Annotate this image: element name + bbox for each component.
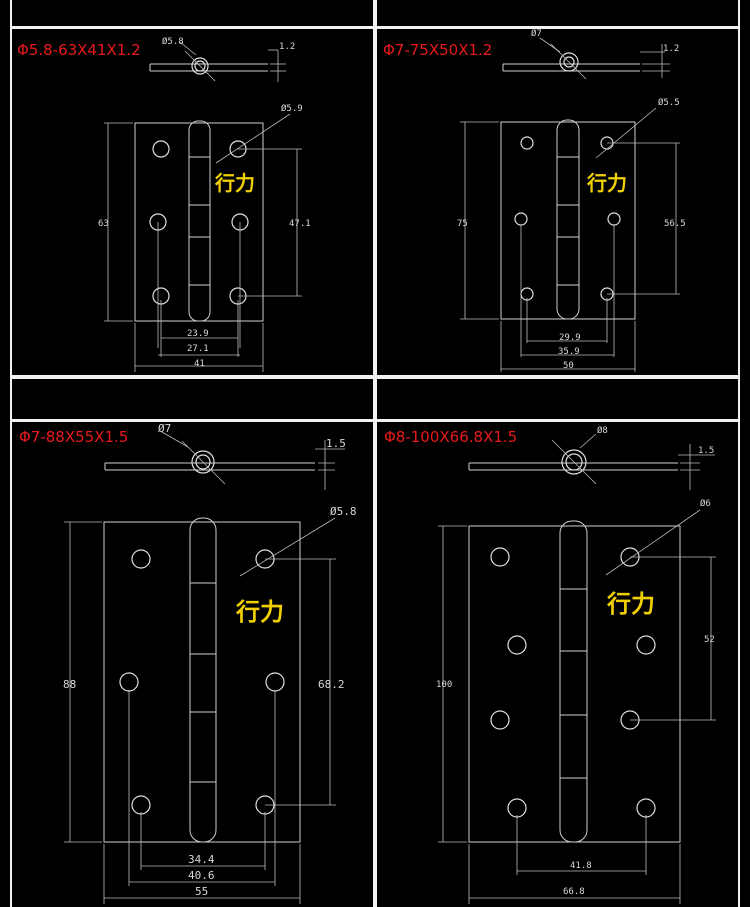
pin-diameter-label: Ø5.8 <box>162 36 184 47</box>
pin-diameter-label: Ø7 <box>158 422 171 435</box>
dimension-lines <box>460 107 680 372</box>
inner-spacing-label: 41.8 <box>570 861 592 871</box>
hole-diameter-label: Ø6 <box>700 498 711 509</box>
hinge-plate <box>134 120 264 322</box>
dimension-lines <box>438 509 716 904</box>
inner-spacing-label: 34.4 <box>188 853 215 866</box>
panel-2-frame <box>375 27 740 377</box>
screw-hole <box>636 798 656 818</box>
knuckle-circle <box>561 449 587 475</box>
vertical-spacing-label: 56.5 <box>664 219 686 229</box>
brand-logo: 行力 <box>606 589 655 618</box>
knuckle-circle <box>191 57 209 75</box>
hole-diameter-label: Ø5.5 <box>658 97 680 108</box>
screw-hole <box>131 795 151 815</box>
vertical-spacing-label: 68.2 <box>318 678 345 691</box>
hole-diameter-label: Ø5.8 <box>330 505 357 518</box>
screw-hole <box>636 635 656 655</box>
inner-spacing-label: 23.9 <box>187 329 209 339</box>
brand-logo: 行力 <box>235 597 284 626</box>
spec-title: Φ8-100X66.8X1.5 <box>384 428 517 446</box>
dimension-lines <box>104 113 302 372</box>
thickness-label: 1.5 <box>698 446 714 456</box>
outer-spacing-label: 35.9 <box>558 347 580 357</box>
screw-hole <box>152 140 170 158</box>
brand-logo: 行力 <box>214 171 255 195</box>
height-label: 63 <box>98 219 109 229</box>
thickness-label: 1.2 <box>279 42 295 52</box>
height-label: 100 <box>436 680 452 690</box>
panel-1-frame <box>10 27 375 377</box>
pin-diameter-label: Ø8 <box>597 425 608 436</box>
side-view <box>149 41 286 82</box>
outer-spacing-label: 27.1 <box>187 344 209 354</box>
hinge-plate <box>103 517 301 843</box>
knuckle-circle <box>191 450 215 474</box>
panel-1: Φ5.8-63X41X1.2 Ø5.8 1.2 <box>17 36 311 372</box>
vertical-spacing-label: 47.1 <box>289 219 311 229</box>
side-view <box>104 431 345 490</box>
brand-logo: 行力 <box>586 171 627 195</box>
panel-4-frame <box>375 420 740 907</box>
side-view <box>468 433 715 490</box>
top-right-strip <box>375 0 740 28</box>
thickness-label: 1.2 <box>663 44 679 54</box>
screw-hole <box>514 212 528 226</box>
hinge-plate <box>468 520 681 843</box>
screw-hole <box>265 672 285 692</box>
mid-left-strip <box>10 377 375 421</box>
panel-4: Φ8-100X66.8X1.5 Ø8 1.5 <box>384 425 716 904</box>
vertical-spacing-label: 52 <box>704 635 715 645</box>
spec-title: Φ7-88X55X1.5 <box>19 428 128 446</box>
mid-right-strip <box>375 377 740 421</box>
outer-spacing-label: 40.6 <box>188 869 215 882</box>
spec-title: Φ5.8-63X41X1.2 <box>17 41 141 59</box>
screw-hole <box>490 547 510 567</box>
dimension-lines <box>64 517 336 904</box>
panel-2: Φ7-75X50X1.2 Ø7 1.2 <box>383 28 686 372</box>
screw-hole <box>490 710 510 730</box>
width-label: 66.8 <box>563 887 585 897</box>
screw-hole <box>607 212 621 226</box>
thickness-label: 1.5 <box>326 437 346 450</box>
knuckle-circle <box>559 52 579 72</box>
screw-hole <box>507 635 527 655</box>
height-label: 75 <box>457 219 468 229</box>
screw-hole <box>131 549 151 569</box>
inner-spacing-label: 29.9 <box>559 333 581 343</box>
width-label: 41 <box>194 359 205 369</box>
screw-hole <box>119 672 139 692</box>
height-label: 88 <box>63 678 76 691</box>
pin-diameter-label: Ø7 <box>531 28 542 39</box>
hole-diameter-label: Ø5.9 <box>281 103 303 114</box>
screw-hole <box>507 798 527 818</box>
spec-title: Φ7-75X50X1.2 <box>383 41 492 59</box>
screw-hole <box>520 136 534 150</box>
width-label: 55 <box>195 885 208 898</box>
panel-3: Φ7-88X55X1.5 Ø7 1.5 <box>19 422 357 904</box>
side-view <box>502 37 670 80</box>
width-label: 50 <box>563 361 574 371</box>
top-left-strip <box>10 0 375 28</box>
panel-3-frame <box>10 420 375 907</box>
